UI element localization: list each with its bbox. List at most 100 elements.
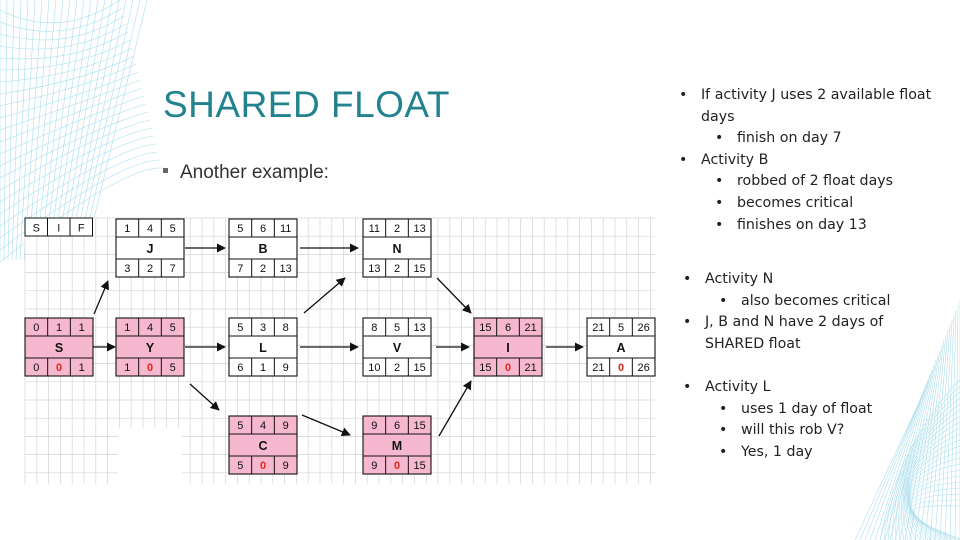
note-subitem: •uses 1 day of float <box>676 399 872 421</box>
activity-node-v: 8 5 13 10 2 15 V <box>363 318 431 376</box>
node-bottom-value: 15 <box>479 362 491 374</box>
grid-blank-patch <box>118 428 182 484</box>
node-bottom-value: 15 <box>414 263 426 275</box>
note-text: Yes, 1 day <box>741 444 813 460</box>
note-subitem: •becomes critical <box>672 193 931 215</box>
node-float-value: 1 <box>260 362 266 374</box>
node-top-value: 1 <box>124 322 130 334</box>
node-bottom-value: 3 <box>124 263 130 275</box>
node-bottom-value: 15 <box>414 460 426 472</box>
node-top-value: 21 <box>525 322 537 334</box>
note-item: days <box>672 107 931 129</box>
node-label: Y <box>146 341 155 355</box>
node-float-value: 0 <box>147 362 153 374</box>
node-top-value: 4 <box>147 223 153 235</box>
node-top-value: 4 <box>260 420 266 432</box>
node-label: C <box>258 439 267 453</box>
node-float-value: 0 <box>260 460 266 472</box>
note-item: •Activity L <box>676 377 872 399</box>
node-bottom-value: 7 <box>170 263 176 275</box>
node-label: J <box>147 242 154 256</box>
note-text: Activity L <box>705 379 770 395</box>
node-bottom-value: 6 <box>237 362 243 374</box>
node-top-value: 2 <box>394 223 400 235</box>
note-text: robbed of 2 float days <box>737 173 893 189</box>
node-float-value: 2 <box>147 263 153 275</box>
node-top-value: 15 <box>414 420 426 432</box>
note-subitem: •will this rob V? <box>676 420 872 442</box>
node-bottom-value: 5 <box>237 460 243 472</box>
node-bottom-value: 9 <box>283 460 289 472</box>
node-top-value: 8 <box>283 322 289 334</box>
node-label: B <box>258 242 267 256</box>
node-top-value: 9 <box>371 420 377 432</box>
node-label: M <box>392 439 402 453</box>
node-top-value: 11 <box>369 223 380 235</box>
node-top-value: 3 <box>260 322 266 334</box>
note-text: uses 1 day of float <box>741 401 872 417</box>
node-bottom-value: 13 <box>280 263 292 275</box>
node-bottom-value: 0 <box>33 362 39 374</box>
node-top-value: 0 <box>33 322 39 334</box>
node-float-value: 2 <box>260 263 266 275</box>
notes-group-3: •Activity L •uses 1 day of float •will t… <box>676 377 872 463</box>
note-subitem: •finish on day 7 <box>672 128 931 150</box>
node-bottom-value: 9 <box>371 460 377 472</box>
node-top-value: 5 <box>394 322 400 334</box>
node-float-value: 0 <box>56 362 62 374</box>
activity-node-s: 011001S <box>25 318 93 376</box>
node-top-value: 5 <box>170 322 176 334</box>
node-top-value: 5 <box>237 420 243 432</box>
node-top-value: 8 <box>371 322 377 334</box>
node-top-value: 1 <box>79 322 85 334</box>
node-bottom-value: 10 <box>368 362 380 374</box>
node-top-value: 13 <box>414 322 426 334</box>
node-top-value: 6 <box>394 420 400 432</box>
node-top-value: 5 <box>237 322 243 334</box>
node-top-value: 6 <box>505 322 511 334</box>
node-top-value: 21 <box>592 322 604 334</box>
activity-node-c: 549509C <box>229 416 297 474</box>
note-text: If activity J uses 2 available float <box>701 87 931 103</box>
legend-label: I <box>57 223 60 235</box>
node-bottom-value: 5 <box>170 362 176 374</box>
node-top-value: 5 <box>618 322 624 334</box>
node-bottom-value: 15 <box>414 362 426 374</box>
notes-group-2: •Activity N •also becomes critical •J, B… <box>676 269 890 355</box>
node-bottom-value: 21 <box>525 362 537 374</box>
node-bottom-value: 21 <box>592 362 604 374</box>
activity-node-a: 2152621026A <box>587 318 655 376</box>
node-bottom-value: 9 <box>283 362 289 374</box>
node-label: A <box>616 341 625 355</box>
activity-node-n: 1121313215N <box>363 219 431 277</box>
note-subitem: •finishes on day 13 <box>672 215 931 237</box>
legend-label: F <box>78 223 85 235</box>
node-float-value: 0 <box>505 362 511 374</box>
node-float-value: 0 <box>618 362 624 374</box>
note-item: SHARED float <box>676 334 890 356</box>
node-label: V <box>393 341 402 355</box>
node-bottom-value: 26 <box>638 362 650 374</box>
note-text: SHARED float <box>705 336 801 352</box>
node-top-value: 26 <box>638 322 650 334</box>
node-label: N <box>392 242 401 256</box>
node-float-value: 0 <box>394 460 400 472</box>
node-bottom-value: 13 <box>368 263 380 275</box>
note-text: Activity B <box>701 152 768 168</box>
node-top-value: 11 <box>280 223 291 235</box>
note-subitem: •robbed of 2 float days <box>672 171 931 193</box>
activity-node-i: 1562115021I <box>474 318 542 376</box>
node-float-value: 2 <box>394 362 400 374</box>
node-label: I <box>506 341 509 355</box>
note-item: •Activity B <box>672 150 931 172</box>
note-text: becomes critical <box>737 195 853 211</box>
notes-group-1: •If activity J uses 2 available float da… <box>672 85 931 236</box>
node-bottom-value: 1 <box>79 362 85 374</box>
node-bottom-value: 1 <box>124 362 130 374</box>
note-text: J, B and N have 2 days of <box>705 314 883 330</box>
node-top-value: 15 <box>479 322 491 334</box>
